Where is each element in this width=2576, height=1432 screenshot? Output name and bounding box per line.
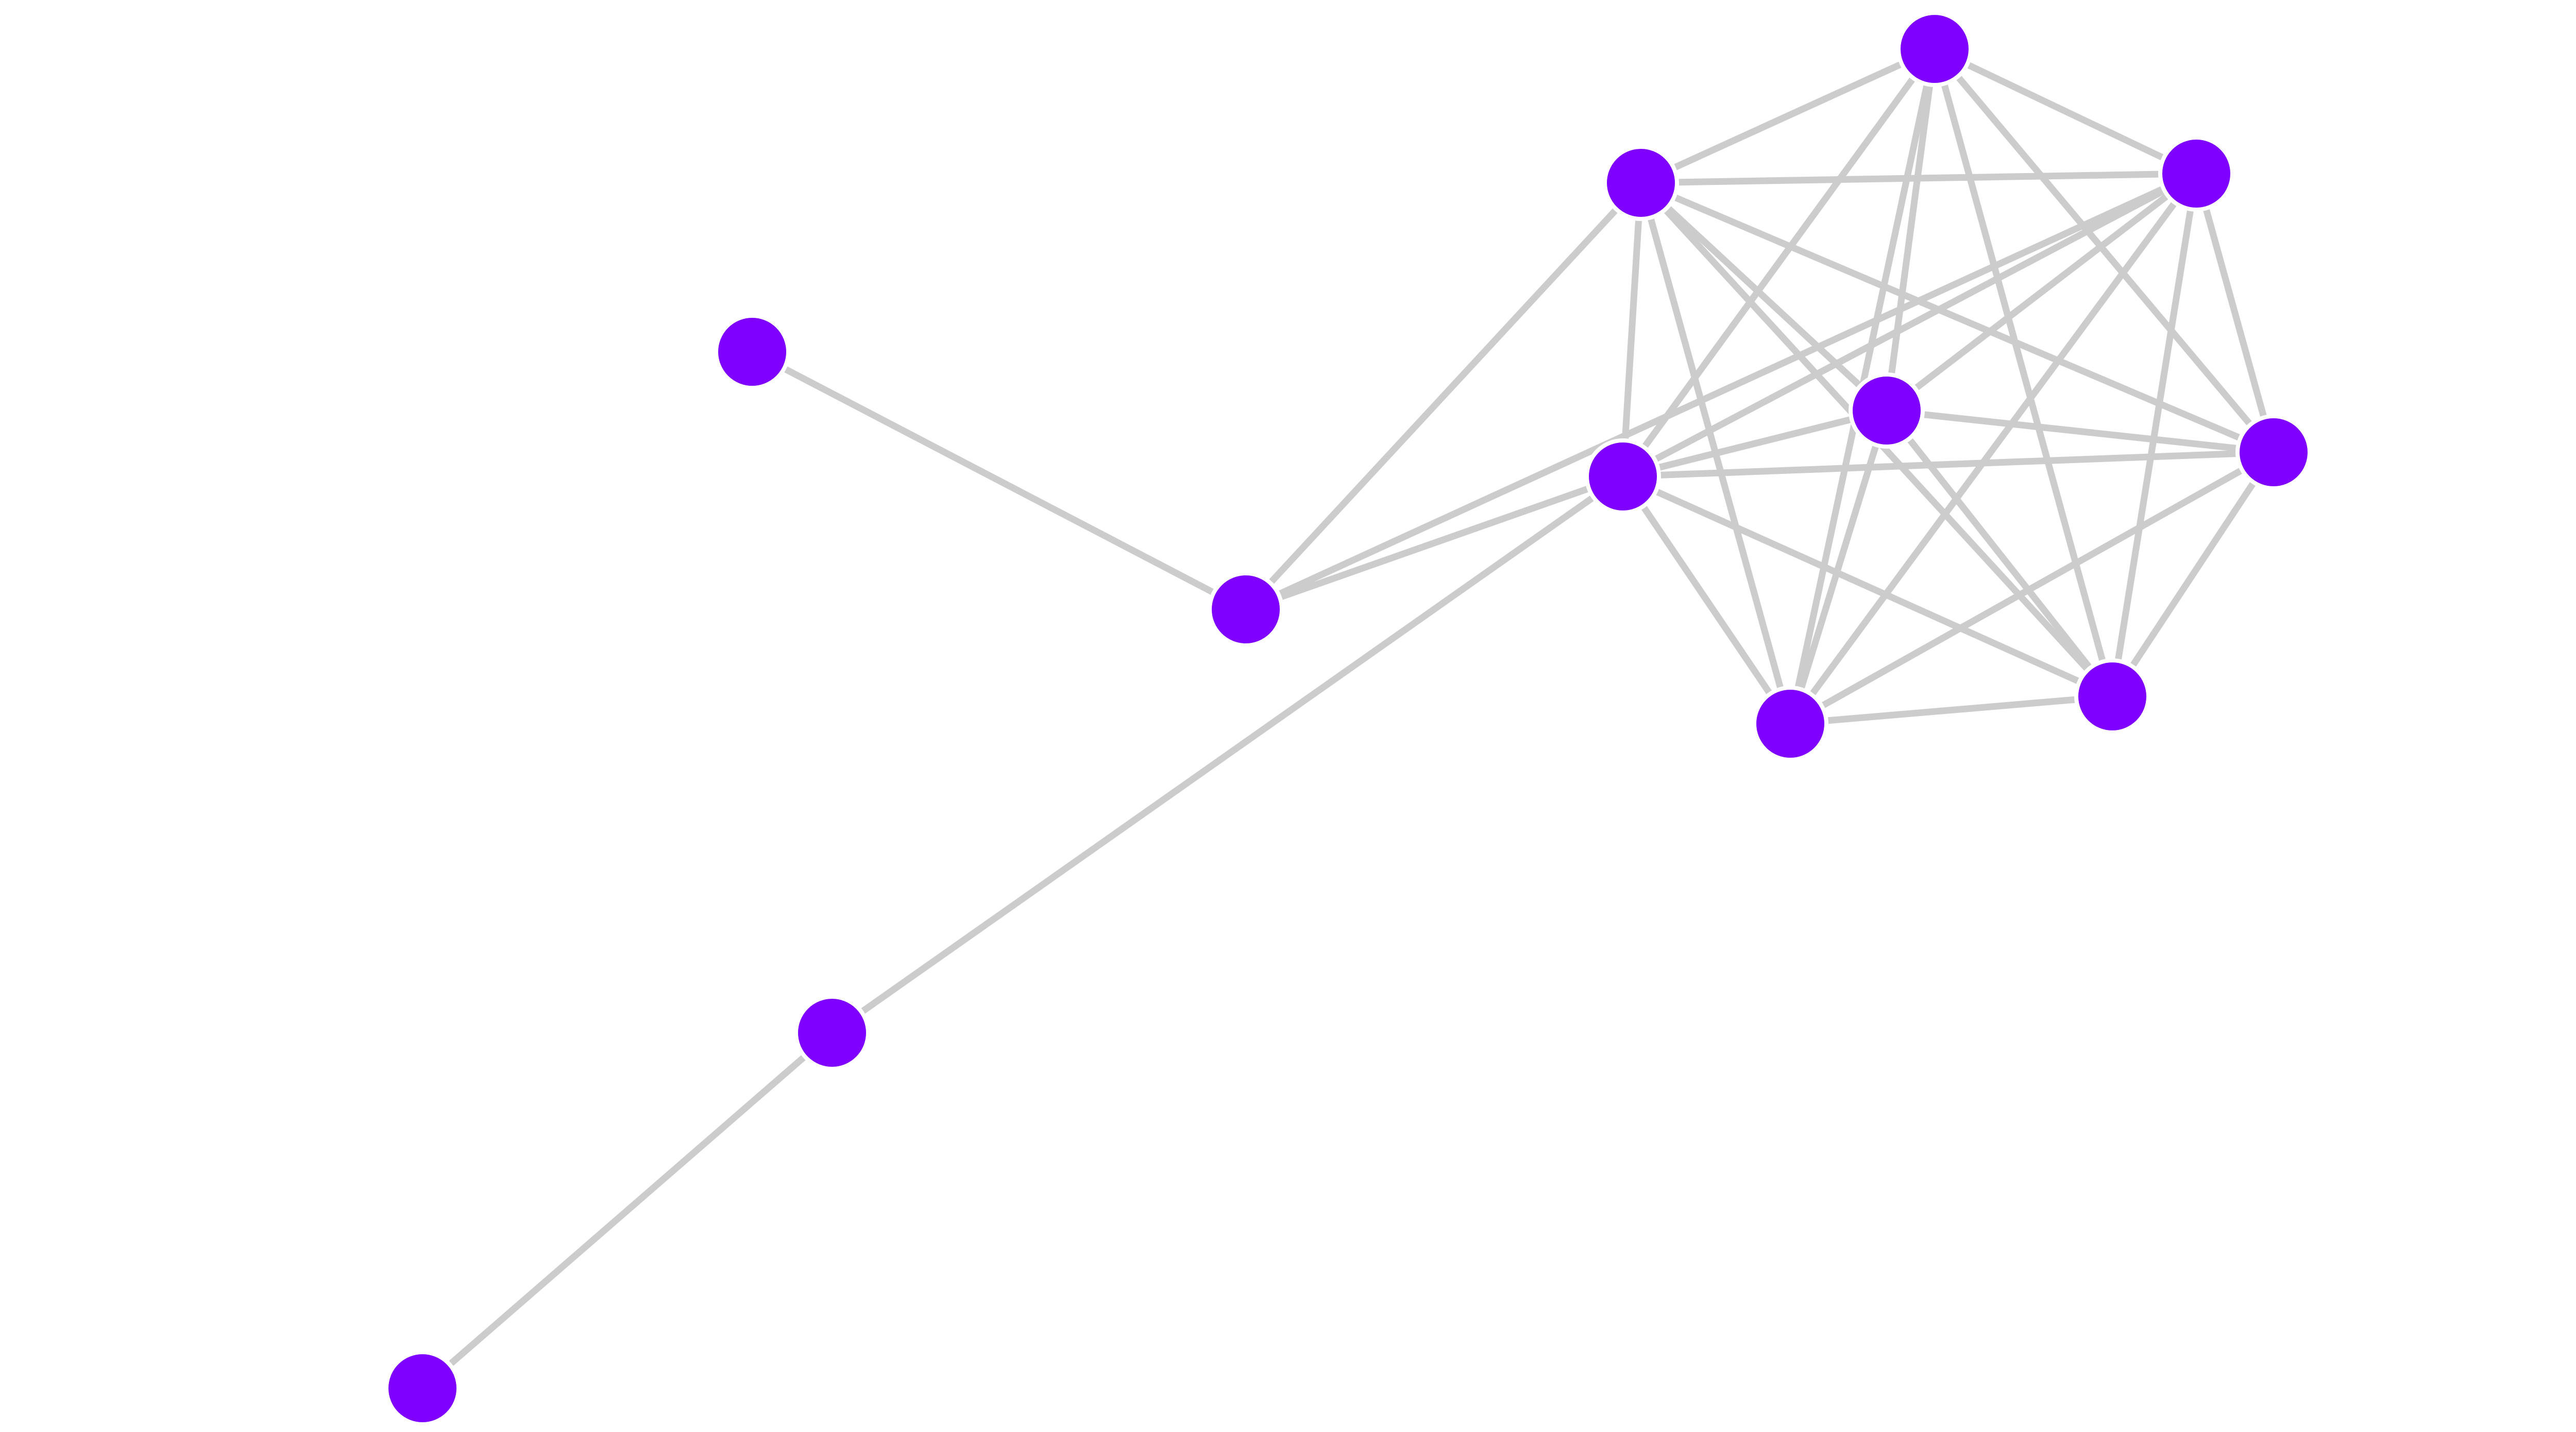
graph-edge [1242, 170, 2200, 613]
graph-node [794, 995, 870, 1071]
graph-edge [1883, 45, 1938, 414]
graph-edge [1619, 45, 1938, 480]
graph-edge [1787, 170, 2200, 727]
graph-edge [1883, 407, 2277, 456]
graph-edge [1931, 45, 2277, 456]
graph-node [1603, 145, 1679, 221]
graph-edge [2193, 170, 2277, 456]
graph-edge [1242, 179, 1645, 613]
graph-edge [749, 348, 1249, 613]
graph-edge [1787, 693, 2116, 727]
graph-edge [1619, 449, 2277, 480]
graph-edge [1619, 407, 1890, 480]
graph-edge [2109, 449, 2277, 700]
graph-edge [1619, 473, 1794, 727]
nodes-layer [384, 11, 2312, 1426]
graph-node [384, 1350, 461, 1426]
graph-node [1752, 686, 1828, 762]
graph-node [1896, 11, 1973, 87]
graph-edge [1637, 179, 2277, 456]
graph-edge [1883, 170, 2200, 414]
graph-edge [2109, 170, 2200, 700]
graph-edge [1242, 473, 1626, 613]
graph-node [2235, 414, 2312, 490]
graph-edge [1619, 179, 1645, 480]
graph-node [1585, 438, 1661, 515]
graph-edge [419, 1029, 836, 1392]
graph-node [2074, 658, 2150, 735]
graph-edge [1787, 407, 1890, 727]
graph-edge [1883, 407, 2116, 700]
graph-edge [1787, 449, 2277, 727]
graph-edge [1637, 45, 1938, 186]
graph-edge [1619, 170, 2200, 480]
graph-node [714, 314, 790, 390]
graph-edge [1931, 45, 2200, 177]
graph-node [1849, 372, 1925, 449]
graph-edge [1931, 45, 2116, 700]
graph-edge [1619, 473, 2116, 700]
graph-edge [828, 473, 1626, 1036]
graph-edge [1637, 179, 1890, 414]
graph-node [1208, 571, 1284, 647]
graph-node [2158, 135, 2234, 212]
